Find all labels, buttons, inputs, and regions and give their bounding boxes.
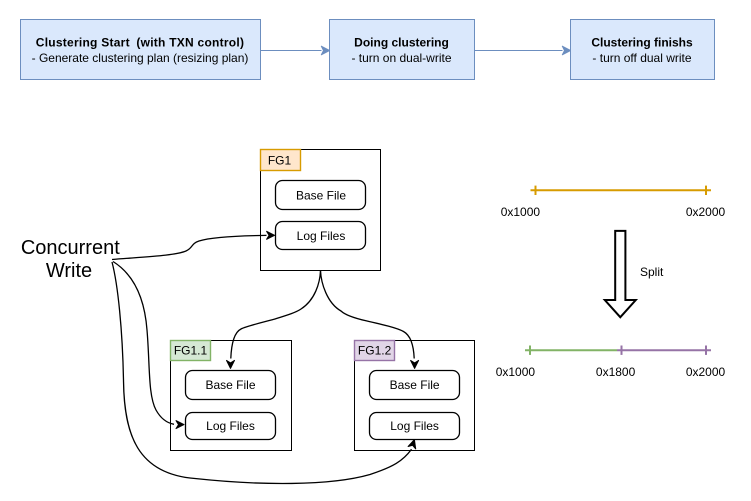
svg-text:Base File: Base File	[296, 188, 346, 202]
svg-text:Doing clustering: Doing clustering	[354, 36, 449, 50]
svg-text:FG1.2: FG1.2	[358, 344, 392, 358]
svg-text:FG1.1: FG1.1	[174, 344, 208, 358]
svg-text:Split: Split	[640, 265, 664, 279]
svg-text:0x1000: 0x1000	[501, 205, 541, 219]
svg-text:- turn on dual-write: - turn on dual-write	[351, 51, 451, 65]
svg-text:- turn off dual write: - turn off dual write	[592, 51, 691, 65]
svg-text:Clustering Start (with TXN c: Clustering Start (with TXN control)	[36, 36, 244, 50]
svg-text:Base File: Base File	[390, 378, 440, 392]
svg-text:0x1800: 0x1800	[596, 365, 636, 379]
svg-text:FG1: FG1	[268, 154, 292, 168]
svg-text:Concurrent: Concurrent	[21, 237, 120, 259]
svg-text:- Generate clustering plan (re: - Generate clustering plan (resizing pla…	[32, 51, 249, 65]
svg-text:Write: Write	[46, 260, 92, 282]
svg-text:Base File: Base File	[205, 378, 255, 392]
svg-text:Clustering finishs: Clustering finishs	[591, 36, 693, 50]
svg-text:0x2000: 0x2000	[686, 365, 726, 379]
svg-text:0x1000: 0x1000	[496, 365, 536, 379]
svg-text:Log Files: Log Files	[390, 419, 439, 433]
svg-text:Log Files: Log Files	[297, 229, 346, 243]
svg-text:0x2000: 0x2000	[686, 205, 726, 219]
svg-text:Log Files: Log Files	[206, 419, 255, 433]
